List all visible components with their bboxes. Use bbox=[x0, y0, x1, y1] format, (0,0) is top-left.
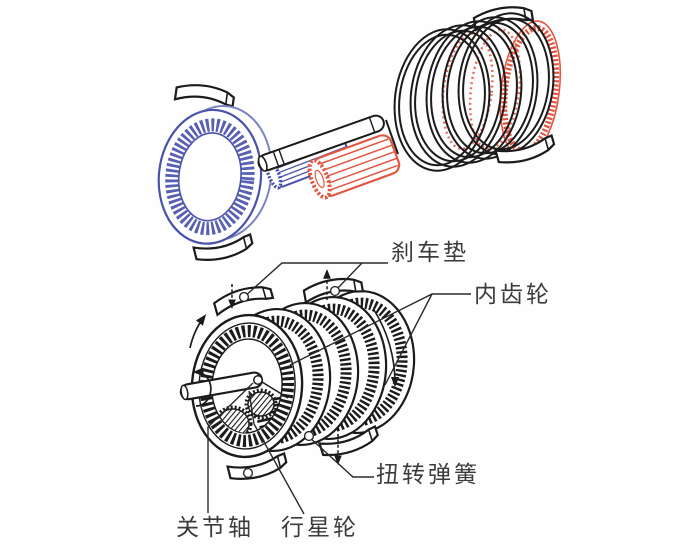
assembled-unit bbox=[179, 269, 416, 480]
exploded-blue-ring-gear bbox=[157, 84, 273, 261]
carrier-rod bbox=[257, 114, 385, 172]
label-internal-gear: 内齿轮 bbox=[474, 282, 552, 308]
exploded-planet-shafts bbox=[257, 114, 401, 200]
exploded-torsion-spring bbox=[393, 6, 562, 172]
label-brake-pad: 刹车垫 bbox=[391, 240, 469, 266]
pad-motion-arrows bbox=[228, 269, 342, 465]
label-torsion-spring: 扭转弹簧 bbox=[376, 462, 480, 488]
label-planet-gear: 行星轮 bbox=[281, 515, 359, 541]
label-joint-shaft: 关节轴 bbox=[176, 515, 254, 541]
red-splined-shaft bbox=[307, 134, 401, 200]
brake-pad-block bbox=[494, 133, 556, 164]
leader-lines bbox=[207, 262, 471, 515]
joint-shaft bbox=[179, 367, 289, 407]
planet-gear-hatched bbox=[247, 391, 275, 417]
red-internal-gear bbox=[441, 20, 562, 160]
ring-gear-teeth bbox=[165, 118, 255, 236]
brake-pad-block bbox=[192, 232, 254, 261]
brake-pad-block bbox=[317, 424, 379, 457]
brake-pad-block bbox=[226, 451, 288, 480]
rotation-arrow-left bbox=[189, 314, 207, 349]
brake-pad-block bbox=[173, 84, 236, 108]
rotation-arrow-right bbox=[373, 309, 400, 388]
shaft-rotation-arrow bbox=[192, 367, 212, 407]
